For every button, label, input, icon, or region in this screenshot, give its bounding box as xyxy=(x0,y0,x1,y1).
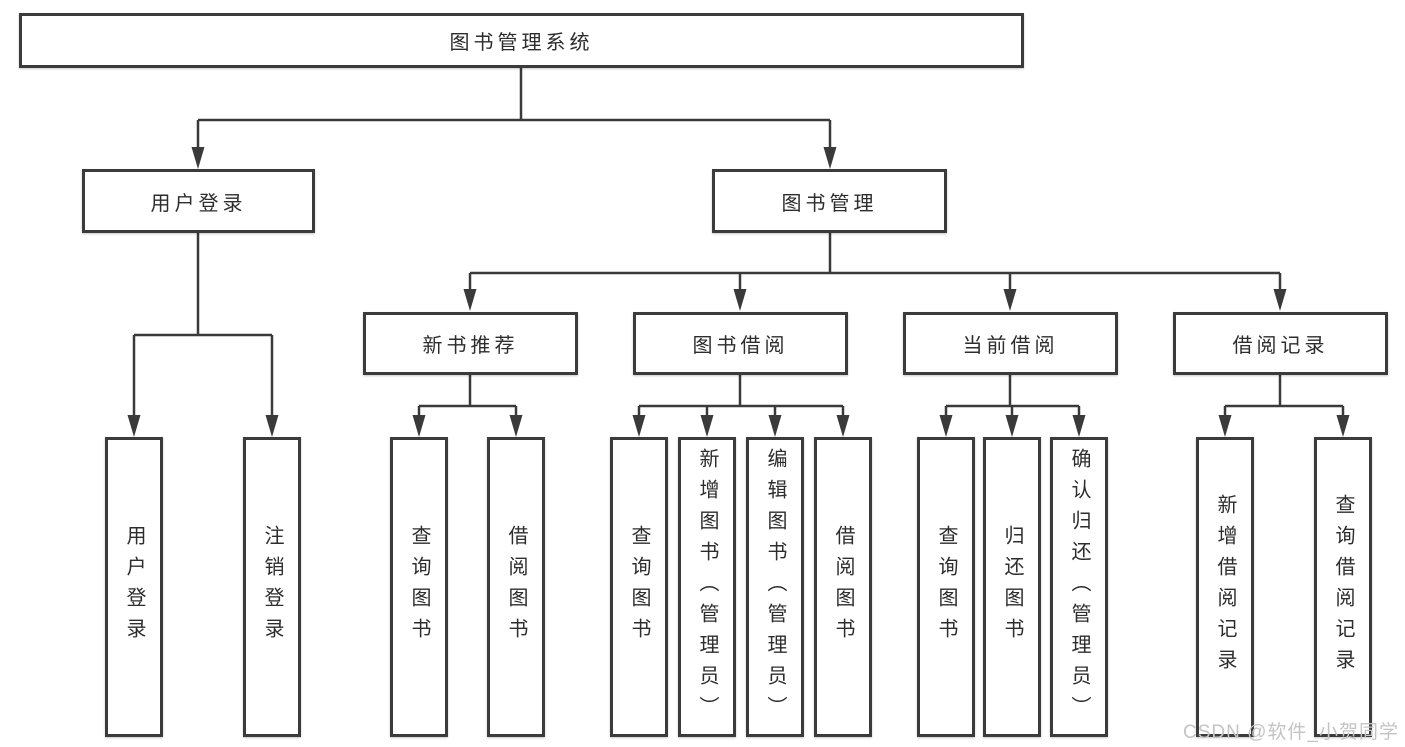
leaf-confirm-return-admin: 确认归还（管理员） xyxy=(1050,437,1108,737)
node-borrow-records: 借阅记录 xyxy=(1173,312,1388,375)
leaf-add-book-admin: 新增图书（管理员） xyxy=(678,437,736,737)
leaf-borrow-book-recommend: 借阅图书 xyxy=(487,437,545,737)
node-book-borrow: 图书借阅 xyxy=(633,312,848,375)
leaf-logout: 注销登录 xyxy=(243,437,301,737)
leaf-user-login: 用户登录 xyxy=(105,437,163,737)
watermark: CSDN @软件_小贺同学 xyxy=(1183,722,1399,743)
leaf-query-borrow-record: 查询借阅记录 xyxy=(1314,437,1372,737)
leaf-borrow-book: 借阅图书 xyxy=(814,437,872,737)
node-current-borrow-label: 当前借阅 xyxy=(962,335,1059,357)
node-user-login: 用户登录 xyxy=(82,169,315,233)
node-book-management-label: 图书管理 xyxy=(781,192,878,215)
node-user-login-label: 用户登录 xyxy=(150,192,247,215)
node-new-book-recommend: 新书推荐 xyxy=(363,312,578,375)
leaf-add-borrow-record: 新增借阅记录 xyxy=(1196,437,1254,737)
node-library-system: 图书管理系统 xyxy=(19,13,1024,68)
node-book-management: 图书管理 xyxy=(712,169,947,233)
node-current-borrow: 当前借阅 xyxy=(903,312,1118,375)
leaf-query-book-current: 查询图书 xyxy=(917,437,975,737)
leaf-query-book-borrow: 查询图书 xyxy=(610,437,668,737)
leaf-query-book-recommend: 查询图书 xyxy=(390,437,448,737)
node-library-system-label: 图书管理系统 xyxy=(449,32,594,54)
leaf-edit-book-admin: 编辑图书（管理员） xyxy=(746,437,804,737)
node-borrow-records-label: 借阅记录 xyxy=(1232,335,1329,357)
node-book-borrow-label: 图书借阅 xyxy=(692,335,789,357)
leaf-return-book: 归还图书 xyxy=(983,437,1041,737)
node-new-book-recommend-label: 新书推荐 xyxy=(422,335,519,357)
